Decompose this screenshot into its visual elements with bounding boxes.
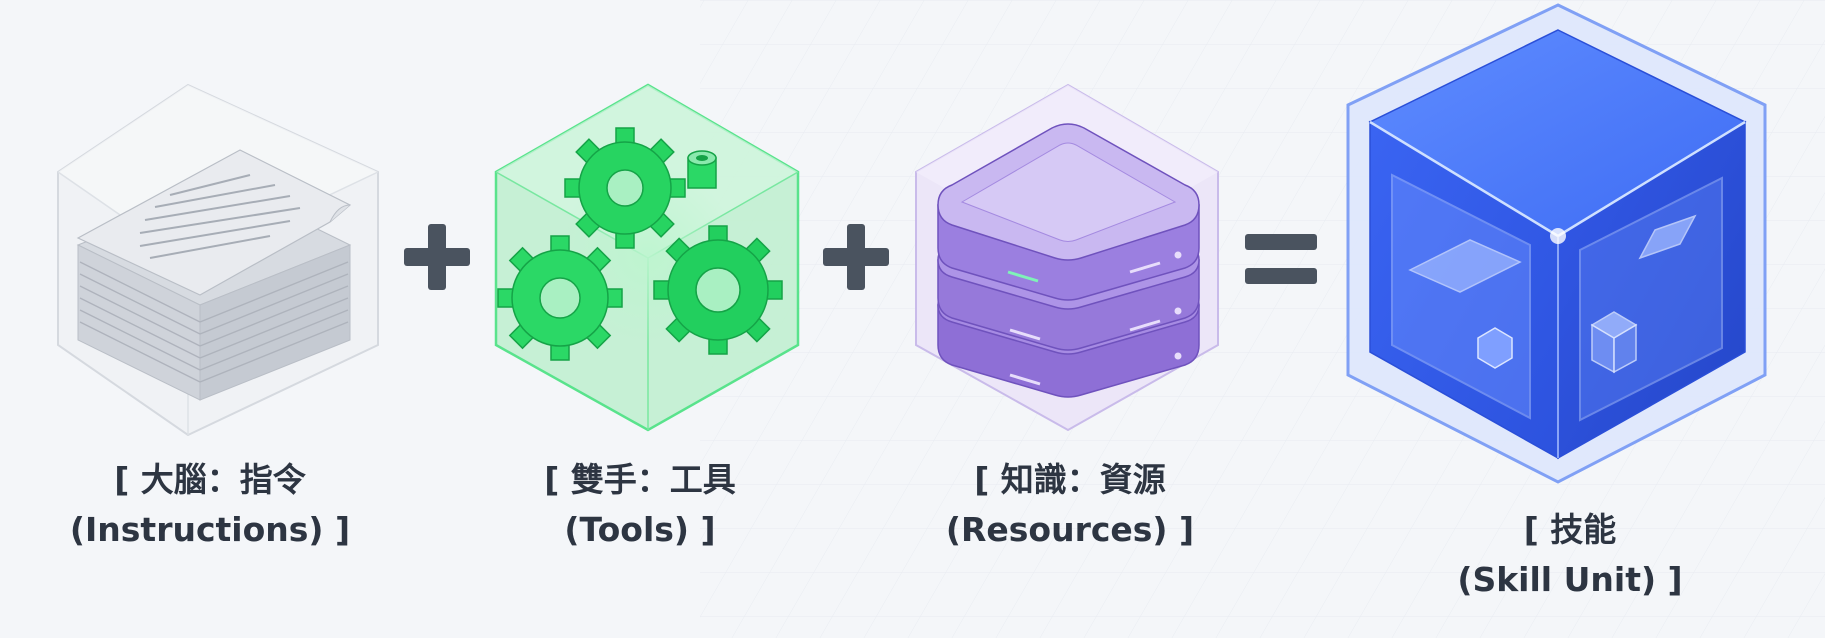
resources-label: [ 知識：資源 (Resources) ] <box>910 455 1230 555</box>
instructions-label-line2: (Instructions) ] <box>69 510 351 549</box>
document-stack-icon <box>57 83 379 437</box>
instructions-label-line1: [ 大腦：指令 <box>114 460 306 499</box>
equals-operator <box>1245 234 1317 284</box>
tools-label-line2: (Tools) ] <box>564 510 716 549</box>
skill-cube-icon <box>1346 3 1767 484</box>
plus-operator <box>823 224 889 290</box>
resources-label-line1: [ 知識：資源 <box>974 460 1166 499</box>
skill-unit-label-line1: [ 技能 <box>1523 510 1617 549</box>
instructions-label: [ 大腦：指令 (Instructions) ] <box>60 455 360 555</box>
skill-unit-label-line2: (Skill Unit) ] <box>1457 560 1683 599</box>
plus-operator <box>404 224 470 290</box>
gears-icon <box>494 83 800 432</box>
skill-unit-label: [ 技能 (Skill Unit) ] <box>1420 505 1720 605</box>
server-stack-icon <box>915 83 1219 432</box>
tools-label-line1: [ 雙手：工具 <box>544 460 736 499</box>
resources-label-line2: (Resources) ] <box>945 510 1195 549</box>
tools-label: [ 雙手：工具 (Tools) ] <box>480 455 800 555</box>
